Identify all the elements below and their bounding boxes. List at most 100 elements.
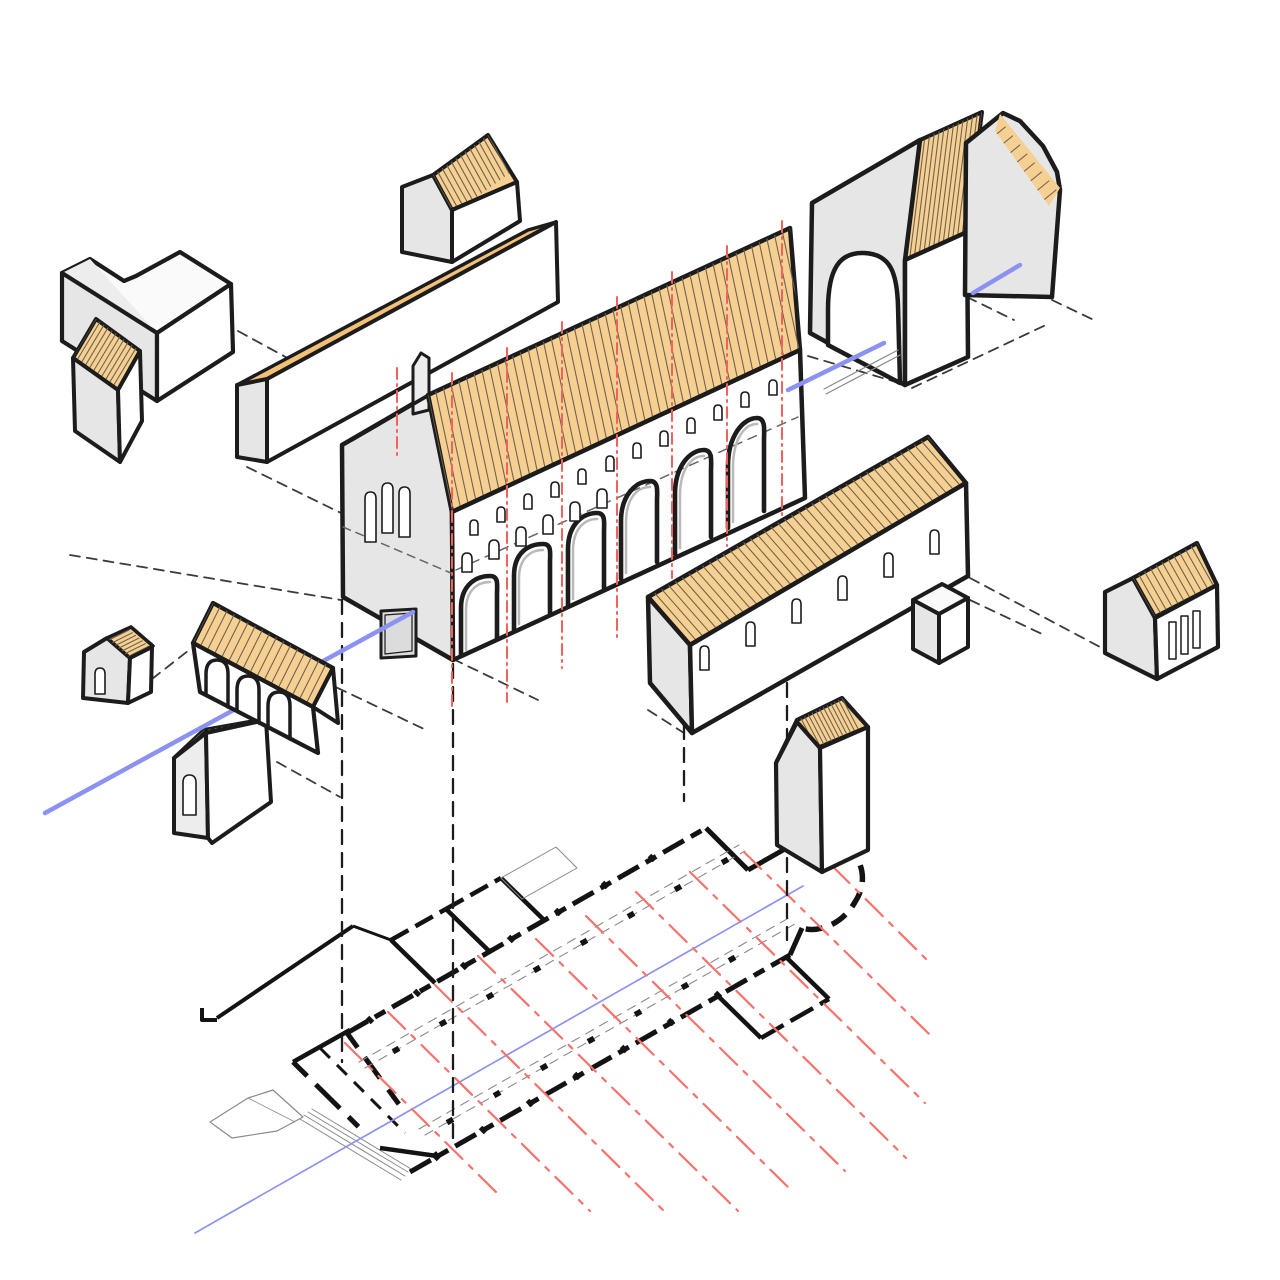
house-w-window — [94, 667, 106, 695]
sacristy-outline — [500, 846, 578, 900]
l-slab-top-shade — [62, 259, 157, 333]
guide-dashed — [969, 577, 1101, 648]
transept-side-wall — [902, 229, 971, 388]
precinct-wall — [215, 924, 355, 1020]
aisle-window — [699, 645, 710, 671]
arcade-arch — [204, 658, 230, 709]
nave-triforium-window — [596, 488, 608, 509]
plan-bay-line-red — [343, 1041, 499, 1195]
south-colonnade-pier — [539, 1062, 549, 1072]
nave-clerestory-window — [686, 417, 696, 434]
house-e-slit-window — [1168, 621, 1177, 660]
plan-bay-line-red — [534, 937, 794, 1193]
north-wall-pier — [506, 934, 516, 944]
nave-arch-shade — [464, 580, 492, 652]
nave-clerestory-window — [605, 455, 615, 472]
north-colonnade-pier — [579, 937, 589, 947]
nave-west-wall — [344, 1031, 439, 1157]
north-wall-pier — [553, 907, 563, 917]
wall-slab-face — [265, 220, 560, 464]
atrium-outline — [209, 1089, 304, 1139]
nave-arcade-arch — [618, 478, 660, 582]
narthex-north-wall — [291, 1028, 352, 1064]
south-colonnade-pier — [633, 1008, 643, 1018]
nave-clerestory-window — [713, 404, 723, 421]
nave-clerestory-window — [577, 468, 587, 485]
house-e-slit-window — [1192, 610, 1201, 649]
building-house-sw — [172, 717, 273, 845]
south-wall — [408, 952, 792, 1175]
nave-clerestory-window — [740, 391, 750, 408]
south-chapel-wall — [716, 994, 763, 1040]
south-chapel-wall — [784, 955, 831, 1001]
house-w-roof-hatch — [108, 629, 153, 658]
house-sw-face-right — [204, 718, 273, 845]
north-chapel-wall — [444, 876, 503, 911]
nave-clerestory-window — [496, 506, 506, 523]
nave-gable-guide-dash — [342, 526, 452, 574]
south-colonnade-pier — [680, 981, 690, 991]
south-wall-pier — [619, 1044, 629, 1054]
aisle-window — [929, 529, 940, 555]
south-colonnade-line — [418, 914, 795, 1130]
north-colonnade-line — [358, 844, 740, 1063]
entry-stair-line — [307, 1111, 409, 1173]
guide-dashed — [1051, 299, 1099, 323]
building-house-nw — [71, 317, 144, 464]
north-colonnade-pier — [391, 1045, 401, 1055]
entry-stair-line — [303, 1114, 406, 1177]
north-colonnade-pier — [720, 856, 730, 866]
nave-clerestory-window — [632, 442, 642, 459]
aisle-window — [791, 598, 802, 624]
aisle-face — [687, 480, 971, 736]
wall-slab-end — [235, 377, 269, 464]
guide-dashed — [452, 658, 539, 701]
guide-dashed — [911, 323, 1049, 389]
guide-dashed — [966, 296, 1015, 321]
plan-bay-line-red — [688, 870, 927, 1105]
nave-arcade-arch — [565, 510, 607, 608]
narthex-inner-wall — [318, 1046, 407, 1135]
transept-arch-opening — [825, 250, 903, 386]
north-colonnade-pier — [673, 883, 683, 893]
north-colonnade-pier — [626, 910, 636, 920]
house-e-roof-hatch — [1133, 543, 1217, 617]
nave-clerestory-window — [768, 379, 778, 396]
house-e-slit-window — [1180, 615, 1189, 655]
arcade-roof-hatch — [193, 603, 333, 707]
nave-triforium-window — [488, 539, 500, 560]
building-narthex-arcade — [190, 600, 340, 756]
plan-bay-line-red — [742, 850, 931, 1036]
aisle-window — [837, 575, 848, 601]
aisle-window — [745, 621, 756, 647]
aisle-window — [883, 552, 894, 578]
chapel-link-wall — [352, 924, 392, 942]
nave-arcade-arch — [511, 541, 553, 633]
south-chapel-wall — [759, 997, 831, 1040]
plan-bay-line-red — [797, 831, 928, 961]
arch-threshold-line — [825, 354, 901, 395]
house-n-roof-hatch — [433, 135, 510, 210]
nave-triforium-window — [569, 501, 581, 522]
south-colonnade-pier — [492, 1089, 502, 1099]
building-aisle-wall-slab — [235, 220, 560, 464]
nave-clerestory-window — [550, 481, 560, 498]
plan-bay-line-red — [634, 890, 908, 1160]
north-colonnade-pier — [485, 991, 495, 1001]
nave-arch-shade — [517, 548, 545, 626]
guide-dashed — [807, 355, 904, 385]
guide-dashed — [246, 466, 344, 515]
building-nave — [339, 220, 808, 707]
l-slab-face-right — [154, 281, 236, 404]
north-colonnade-pier — [438, 1018, 448, 1028]
guide-dashed — [259, 650, 425, 730]
arch-threshold-line — [823, 349, 899, 390]
axis-line-blue — [42, 609, 416, 816]
house-n-face-right — [450, 180, 522, 264]
nave-gable-window — [364, 491, 377, 543]
north-colonnade-pier — [532, 964, 542, 974]
axis-line-blue — [785, 340, 887, 393]
house-w-face-right — [126, 645, 154, 705]
